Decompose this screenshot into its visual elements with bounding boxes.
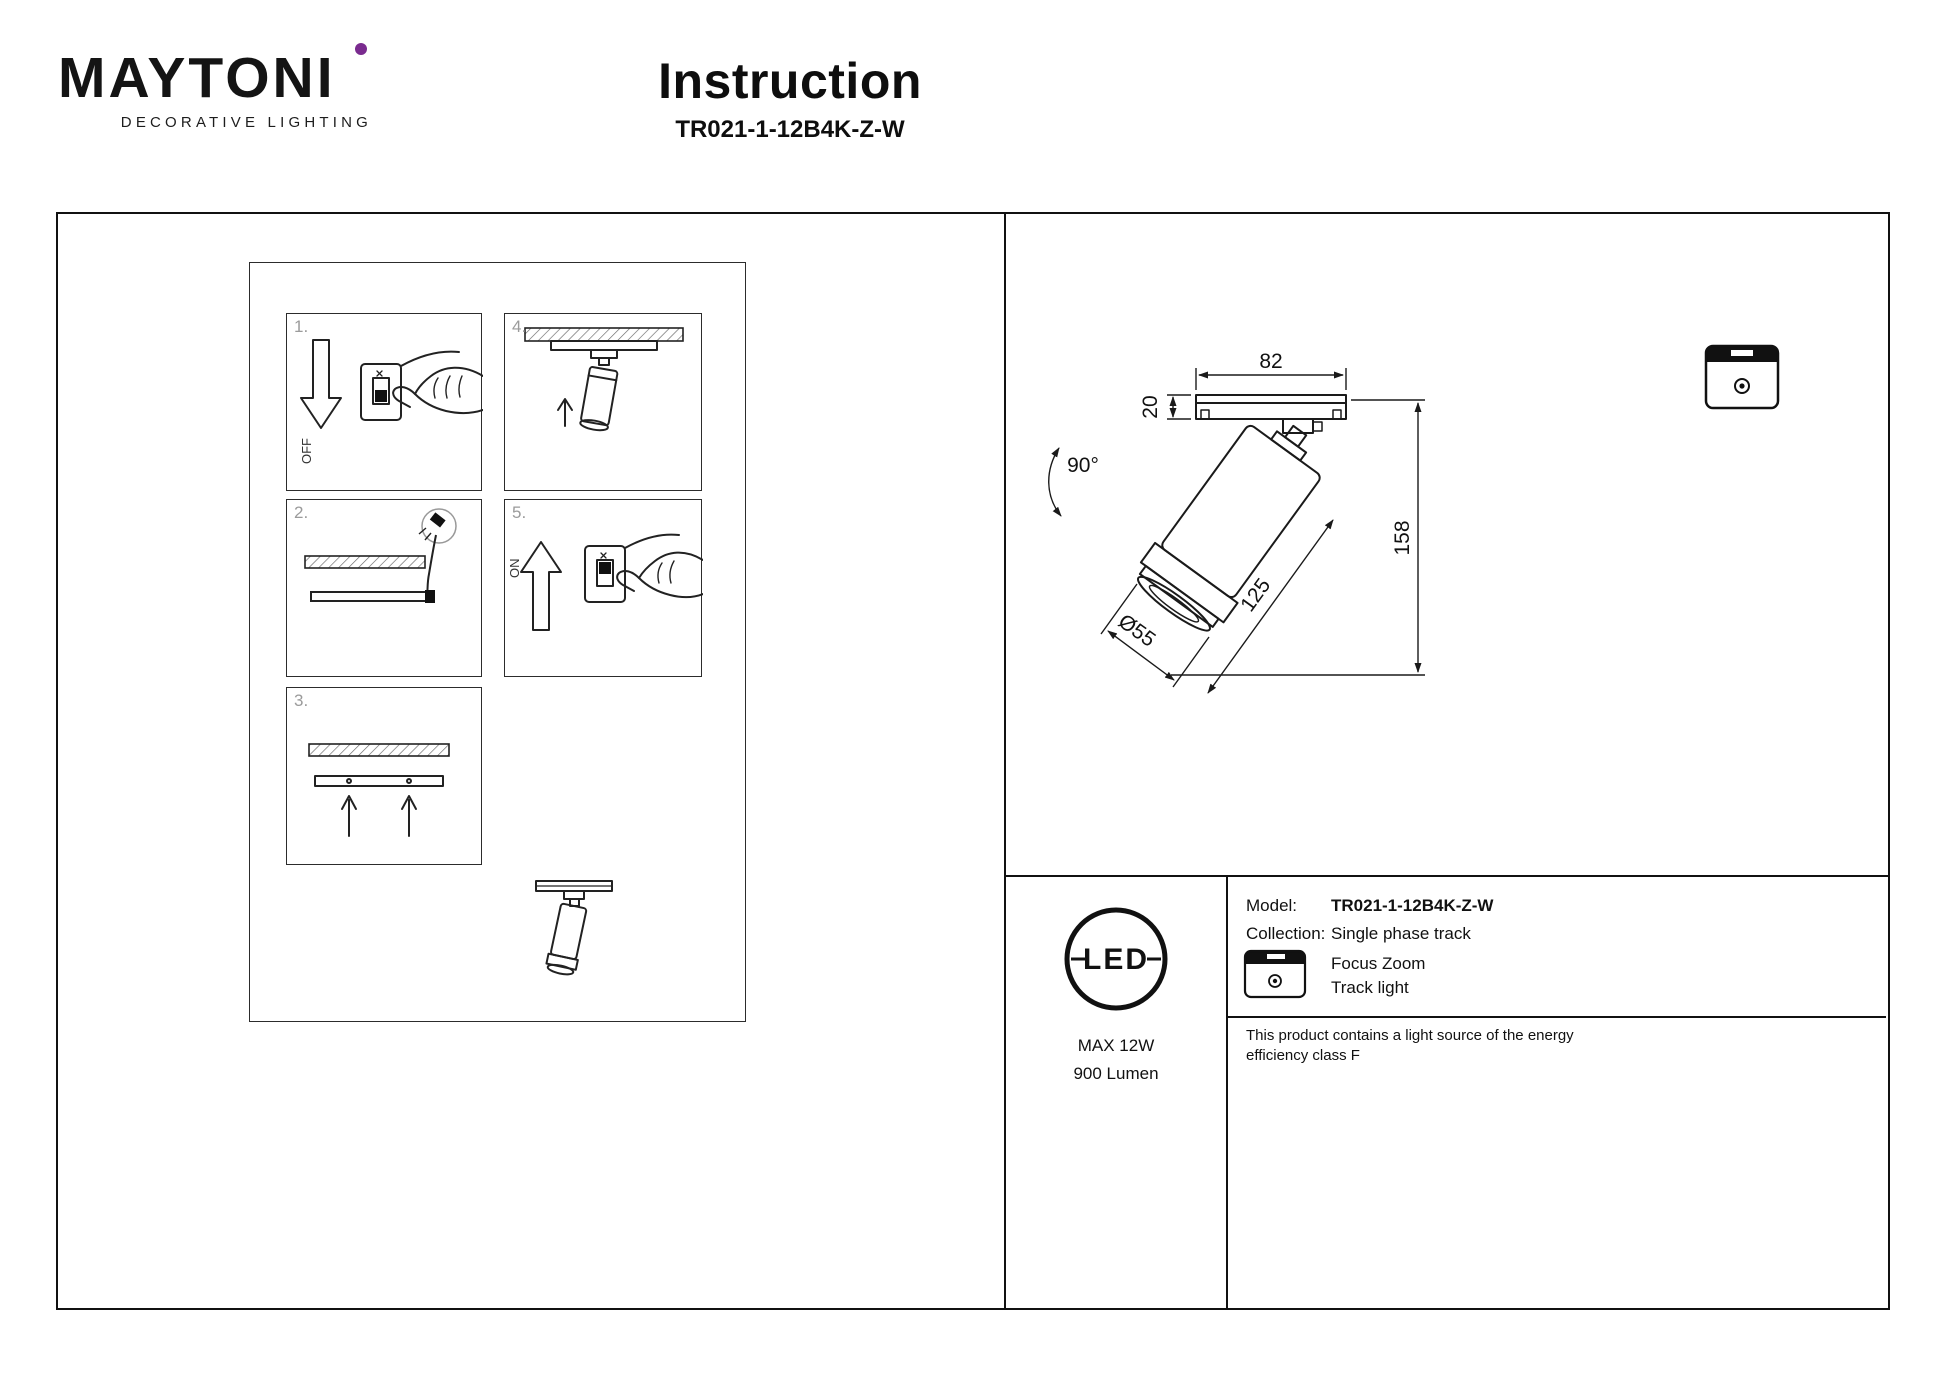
- detail-callout-circle: [421, 508, 457, 544]
- track-adapter: [563, 890, 585, 900]
- model-number: TR021-1-12B4K-Z-W: [675, 116, 905, 143]
- track-profile: [310, 591, 430, 602]
- hand-outline: [638, 551, 703, 599]
- track-adapter: [590, 349, 618, 359]
- adapter-front-view-icon: [1704, 344, 1780, 410]
- step-4-panel: 4.: [504, 313, 702, 491]
- ceiling-hatch: [308, 743, 450, 757]
- brand-subtitle: DECORATIVE LIGHTING: [120, 114, 372, 131]
- track-adapter: [1282, 418, 1314, 434]
- dim-diameter: Ø55: [1114, 610, 1160, 652]
- cable-line: [400, 350, 460, 367]
- track-profile: [550, 340, 658, 351]
- up-arrow-icon: [557, 398, 573, 427]
- dim-track-width: 82: [1259, 350, 1282, 373]
- dim-track-height: 20: [1139, 395, 1162, 418]
- max-power: MAX 12W: [1077, 1036, 1155, 1055]
- assembled-fixture-sketch: [535, 880, 613, 976]
- switch-toggle: [375, 390, 387, 402]
- up-arrow-icon: [341, 795, 357, 837]
- installation-steps-box: 1. OFF 4.: [249, 262, 746, 1022]
- feature-track-light: Track light: [1331, 978, 1409, 997]
- step-2-panel: 2.: [286, 499, 482, 677]
- dimension-lines: [1048, 368, 1425, 694]
- cable-line: [624, 533, 680, 549]
- document-header: Instruction TR021-1-12B4K-Z-W: [555, 52, 1025, 144]
- collection-label: Collection:: [1246, 924, 1326, 943]
- step-5-number: 5.: [512, 503, 527, 522]
- light-switch: [584, 545, 626, 603]
- off-label: OFF: [299, 438, 314, 464]
- rotation-arc: [1048, 447, 1062, 517]
- led-label: LED: [1083, 943, 1149, 976]
- switch-toggle: [599, 562, 611, 574]
- step-2-illustration: [304, 508, 457, 603]
- horizontal-divider-specs: [1004, 875, 1888, 877]
- vertical-divider-main: [1004, 214, 1006, 1308]
- spec-note-divider: [1228, 1016, 1886, 1018]
- energy-efficiency-note: This product contains a light source of …: [1246, 1027, 1574, 1064]
- dim-rotation-angle: 90°: [1067, 454, 1099, 477]
- step-3-illustration: [308, 743, 450, 837]
- step-2-number: 2.: [294, 503, 309, 522]
- barrel: [1161, 424, 1321, 599]
- led-badge-icon: LED: [1064, 907, 1168, 1011]
- up-arrow-icon: [401, 795, 417, 837]
- luminous-flux: 900 Lumen: [1073, 1064, 1159, 1083]
- on-label: ON: [507, 559, 522, 579]
- down-arrow-icon: [300, 339, 342, 429]
- spotlight-body: [545, 902, 588, 976]
- step-5-illustration: ON: [507, 533, 703, 631]
- step-1-panel: 1. OFF: [286, 313, 483, 491]
- step-1-illustration: OFF: [299, 339, 483, 464]
- track-bar: [1195, 394, 1347, 420]
- cable-line: [426, 534, 437, 595]
- page-title: Instruction: [658, 53, 922, 109]
- brand-dot-icon: [355, 43, 367, 55]
- dim-total-height: 158: [1391, 520, 1414, 555]
- hand-finger: [616, 569, 640, 592]
- step-3-panel: 3.: [286, 687, 482, 865]
- step-1-number: 1.: [294, 317, 309, 336]
- track-profile: [314, 775, 444, 787]
- technical-drawing: 82 20 90° 158 125 Ø55: [1048, 350, 1425, 694]
- model-label: Model:: [1246, 896, 1298, 915]
- step-3-number: 3.: [294, 691, 309, 710]
- dim-body-length: 125: [1236, 574, 1275, 616]
- brand-text: MAYTONI: [58, 46, 336, 110]
- feature-focus-zoom: Focus Zoom: [1331, 954, 1426, 973]
- hand-finger: [392, 385, 416, 408]
- step-4-illustration: [524, 327, 684, 432]
- spotlight-body: [1136, 424, 1321, 632]
- step-4-number: 4.: [512, 317, 527, 336]
- light-switch: [360, 363, 402, 421]
- model-value: TR021-1-12B4K-Z-W: [1331, 896, 1494, 915]
- maytoni-logo: MAYTONI DECORATIVE LIGHTING: [58, 43, 372, 131]
- spotlight-body: [579, 366, 619, 432]
- plug-icon: [429, 512, 446, 528]
- ceiling-hatch: [304, 555, 426, 569]
- brand-name: MAYTONI: [58, 43, 372, 107]
- hand-outline: [414, 366, 483, 415]
- track-light-icon: [1243, 949, 1307, 999]
- ceiling-hatch: [524, 327, 684, 342]
- content-frame: 1. OFF 4.: [56, 212, 1890, 1310]
- up-arrow-icon: [520, 541, 562, 631]
- collection-value: Single phase track: [1331, 924, 1471, 943]
- step-5-panel: 5. ON: [504, 499, 703, 677]
- vertical-divider-specs: [1226, 875, 1228, 1308]
- track-power-end: [425, 590, 435, 603]
